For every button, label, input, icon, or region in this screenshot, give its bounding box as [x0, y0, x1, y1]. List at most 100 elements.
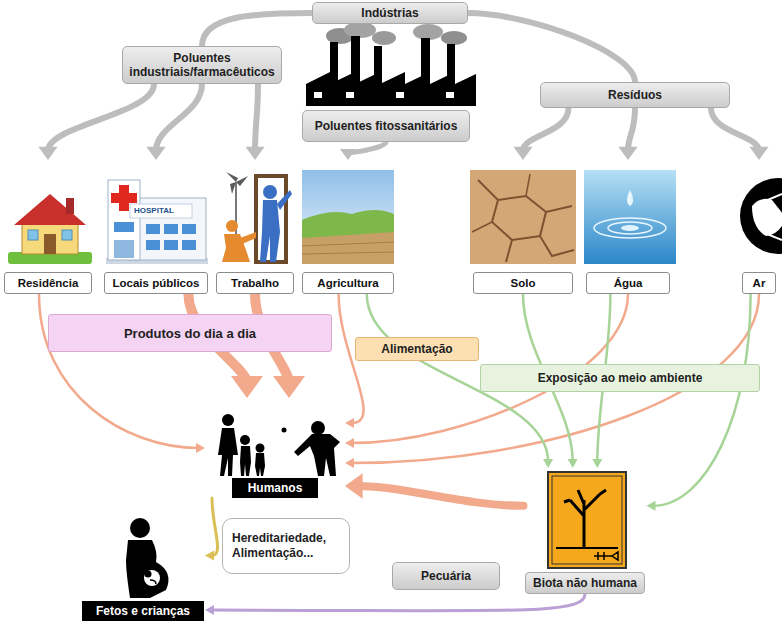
- connector-arrow: [345, 438, 354, 448]
- house-icon: [22, 222, 78, 254]
- hazard-biota-icon: [548, 472, 626, 568]
- connector-arrow: [345, 458, 354, 468]
- factory-silhouette: [441, 31, 467, 45]
- house-icon: [28, 230, 38, 240]
- connector-arrow: [345, 294, 759, 468]
- node-label: Ar: [742, 272, 776, 294]
- hospital-icon: [130, 204, 192, 218]
- family-silhouette: [218, 428, 238, 476]
- connector-arrow: [345, 418, 354, 428]
- agriculture-picture: [302, 242, 394, 254]
- agriculture-picture: [302, 232, 394, 264]
- factory-silhouette: [396, 92, 404, 98]
- place-node: Locais públicos: [102, 160, 210, 294]
- node-label: Hereditariedade, Alimentação...: [232, 531, 340, 561]
- hospital-icon: [111, 193, 137, 203]
- soil-picture: [526, 174, 530, 196]
- factory-silhouette: [413, 24, 443, 40]
- hospital-icon: [146, 240, 160, 250]
- connector-arrow: [647, 294, 751, 511]
- factory-silhouette: [344, 22, 376, 38]
- connector-arrow: [255, 84, 258, 151]
- workers-icon: [236, 176, 248, 186]
- family-silhouette: [294, 434, 340, 476]
- hospital-icon: [164, 240, 178, 250]
- hospital-icon: [108, 180, 140, 260]
- pregnant-woman-silhouette: [126, 518, 168, 598]
- connector-arrow: [592, 459, 602, 468]
- node-label: Solo: [473, 272, 573, 294]
- hazard-biota-icon: [594, 552, 618, 560]
- connector-arrow: [513, 147, 532, 160]
- workers-icon: [277, 190, 292, 210]
- pathway-band: Produtos do dia a dia: [48, 314, 332, 352]
- house-icon: [14, 194, 86, 225]
- connector-arrow: [202, 13, 312, 46]
- connector-arrow: [711, 108, 769, 160]
- air-mask-icon: [752, 199, 782, 236]
- connector-arrow: [345, 473, 524, 506]
- hospital-icon: [106, 180, 208, 264]
- air-mask-icon: [762, 232, 782, 240]
- connector-arrow: [273, 376, 305, 398]
- family-silhouette: [256, 444, 265, 453]
- environment-node: Solo: [470, 160, 576, 294]
- pathway-box: Pecuária: [392, 562, 500, 590]
- family-silhouette: [282, 428, 287, 433]
- pollutant-box: Poluentes fitossanitários: [302, 110, 470, 142]
- connector-arrow: [205, 605, 214, 615]
- connector-arrow: [468, 13, 635, 82]
- hazard-biota-icon: [564, 490, 606, 548]
- node-label: Poluentes industriais/farmacêuticos: [129, 51, 275, 79]
- connector-arrow: [202, 13, 312, 46]
- soil-picture: [540, 212, 546, 236]
- place-node: Trabalho: [214, 160, 296, 294]
- connector-arrow: [653, 294, 751, 506]
- water-picture: [608, 222, 652, 234]
- connector-arrow: [245, 84, 264, 160]
- node-label: Resíduos: [608, 88, 662, 102]
- fetus-node: Fetos e crianças: [81, 512, 205, 621]
- family-silhouette: [311, 421, 325, 435]
- air-mask-icon: [740, 178, 782, 254]
- water-picture: [584, 170, 676, 264]
- pregnant-woman-silhouette: [144, 570, 160, 586]
- connector-arrow: [568, 459, 578, 468]
- node-label: Trabalho: [216, 272, 294, 294]
- connector-arrow: [48, 84, 154, 151]
- agriculture-picture: [302, 170, 394, 264]
- hazard-biota-icon: [552, 476, 622, 564]
- workers-icon: [256, 176, 286, 262]
- workers-icon: [226, 172, 238, 182]
- agriculture-picture: [302, 170, 394, 264]
- connector-arrow: [38, 147, 57, 160]
- connector-arrow: [351, 294, 759, 463]
- connector-arrow: [245, 147, 264, 160]
- hazard-biota-icon: [556, 547, 618, 549]
- connector-arrow: [618, 108, 637, 160]
- family-silhouette: [240, 446, 251, 476]
- node-label: Agricultura: [302, 272, 394, 294]
- workers-icon: [222, 172, 292, 262]
- soil-picture: [470, 170, 576, 264]
- pathway-band: Exposição ao meio ambiente: [480, 364, 760, 392]
- environment-node: Água: [584, 160, 672, 294]
- connector-arrow: [628, 108, 635, 151]
- connector-arrow: [357, 486, 523, 506]
- house-icon: [66, 198, 74, 214]
- family-silhouette: [218, 414, 340, 476]
- connector-arrow: [513, 108, 568, 160]
- node-label: Poluentes fitossanitários: [315, 119, 458, 133]
- factory-silhouette: [372, 31, 396, 45]
- connector-arrow: [205, 551, 214, 561]
- hospital-icon: [182, 224, 196, 234]
- workers-icon: [230, 182, 236, 194]
- pregnant-woman-silhouette: [150, 580, 156, 584]
- node-label: Biota não humana: [525, 572, 645, 594]
- soil-picture: [512, 236, 574, 256]
- family-silhouette: [255, 453, 265, 476]
- pregnant-woman-silhouette: [145, 571, 152, 578]
- factory-silhouette: [346, 92, 354, 98]
- connector-arrow: [749, 147, 768, 160]
- hospital-icon: [146, 224, 160, 234]
